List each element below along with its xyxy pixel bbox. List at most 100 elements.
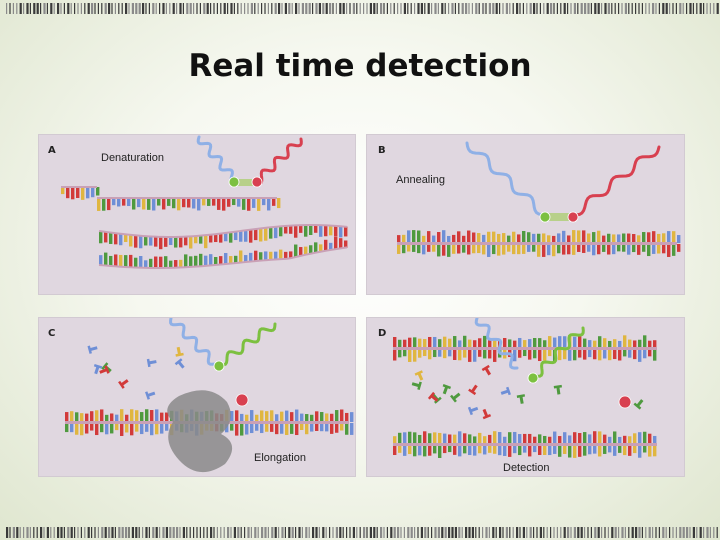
panel-d-free-nucleotide xyxy=(427,391,439,402)
panel-c-free-nucleotide-head xyxy=(93,363,103,369)
panel-b-probe-blue-arm xyxy=(465,141,547,217)
panel-d-lower-duplex-bottom-base xyxy=(513,445,517,454)
border-stripe-bar xyxy=(352,527,355,538)
panel-a-fragment-base xyxy=(91,187,95,198)
panel-a-middle-strand-base xyxy=(329,225,333,236)
border-stripe-bar xyxy=(648,3,650,14)
panel-d-upper-duplex-top-base xyxy=(563,336,567,348)
border-stripe-bar xyxy=(536,527,538,538)
panel-c-duplex-top-base xyxy=(115,414,119,422)
panel-c-duplex-top-base xyxy=(320,412,324,422)
panel-d-lower-duplex-bottom-base xyxy=(578,445,582,457)
panel-b-duplex-top-base xyxy=(492,231,496,243)
panel-a-probe-blue-arm xyxy=(196,135,239,185)
panel-a-lower-strand-base xyxy=(104,252,108,266)
panel-b-illustration xyxy=(397,141,681,257)
panel-d-lower-duplex-top-base xyxy=(628,436,632,444)
border-stripe-bar xyxy=(318,527,320,538)
border-stripe-bar xyxy=(682,3,684,14)
border-stripe-bar xyxy=(495,527,497,538)
panel-d-upper-duplex-bottom-base xyxy=(543,349,547,361)
panel-c-duplex-top-base xyxy=(155,409,159,422)
panel-b-duplex-bottom-base xyxy=(547,244,551,256)
panel-c-duplex-bottom-base xyxy=(115,423,119,431)
panel-d-upper-duplex-bottom-base xyxy=(633,349,637,360)
border-stripe-bar xyxy=(400,527,402,538)
panel-d-lower-duplex-bottom-base xyxy=(473,445,477,456)
panel-a-middle-strand-backbone xyxy=(98,223,348,238)
panel-b-duplex-bottom-base xyxy=(592,244,596,256)
panel-a-lower-strand-base xyxy=(299,247,303,257)
panel-c-duplex-top-base xyxy=(110,413,114,422)
panel-c-free-nucleotide-head xyxy=(174,358,183,366)
panel-c-free-nucleotide xyxy=(87,345,98,354)
panel-a-middle-strand-base xyxy=(334,225,338,237)
panel-d-lower-duplex-bottom-base xyxy=(508,445,512,457)
panel-a-lower-strand-base xyxy=(189,256,193,268)
border-stripe-bar xyxy=(298,3,300,14)
panel-b-duplex-top-base xyxy=(452,234,456,243)
panel-d-upper-duplex-bottom-base xyxy=(408,349,412,362)
panel-d-upper-duplex-bottom-base xyxy=(453,349,457,361)
panel-b-duplex-top-base xyxy=(467,230,471,243)
panel-d-upper-duplex-bottom-base xyxy=(428,349,432,360)
panel-c-elongation: C Elongation xyxy=(38,317,356,477)
border-stripe-bar xyxy=(305,3,308,14)
border-stripe-bar xyxy=(509,527,511,538)
border-stripe-bar xyxy=(601,3,603,14)
panel-b-duplex-top-base xyxy=(647,232,651,243)
panel-c-free-nucleotide-stem xyxy=(176,346,182,356)
panel-c-duplex-top-base xyxy=(270,410,274,422)
border-stripe-bar xyxy=(614,527,617,538)
panel-c-duplex-top-base xyxy=(330,413,334,422)
border-stripe-bar xyxy=(431,3,433,14)
panel-b-duplex-bottom-base xyxy=(402,244,406,254)
border-stripe-bar xyxy=(325,3,328,14)
border-stripe-bar xyxy=(478,527,480,538)
panel-d-lower-duplex-bottom-base xyxy=(398,445,402,453)
border-stripe-bar xyxy=(499,527,502,538)
border-stripe-bar xyxy=(601,527,603,538)
panel-d-lower-duplex-top-base xyxy=(633,433,637,444)
border-stripe-bar xyxy=(57,527,60,538)
panel-b-duplex-top-base xyxy=(482,234,486,243)
border-stripe-bar xyxy=(240,527,242,538)
panel-b-duplex-top-base xyxy=(417,230,421,243)
border-stripe-bar xyxy=(376,3,378,14)
border-stripe-bar xyxy=(227,527,230,538)
panel-c-duplex-bottom-base xyxy=(70,423,74,433)
border-stripe-bar xyxy=(526,3,528,14)
panel-b-duplex-bottom-base xyxy=(517,244,521,255)
border-stripe-bar xyxy=(390,527,393,538)
panel-d-upper-duplex-top-base xyxy=(438,339,442,348)
panel-b-duplex-top-base xyxy=(577,230,581,243)
panel-d-upper-duplex-bottom-base xyxy=(393,349,397,361)
panel-c-duplex-bottom-base xyxy=(245,423,249,435)
border-stripe-bar xyxy=(16,527,19,538)
border-stripe-bar xyxy=(26,527,29,538)
panel-c-duplex-top-base xyxy=(125,414,129,422)
border-stripe-bar xyxy=(638,3,640,14)
border-stripe-bar xyxy=(57,3,60,14)
panel-c-free-nucleotide xyxy=(174,358,185,369)
panel-d-lower-duplex-top-base xyxy=(403,432,407,444)
border-stripe-bar xyxy=(444,527,447,538)
panel-d-upper-duplex-top-base xyxy=(598,336,602,348)
border-stripe-bar xyxy=(213,527,215,538)
border-stripe-bar xyxy=(628,527,630,538)
panel-b-duplex-bottom-base xyxy=(532,244,536,252)
border-stripe-bar xyxy=(584,527,586,538)
panel-a-lower-strand-base xyxy=(304,246,308,256)
panel-b-duplex-top-base xyxy=(527,232,531,243)
panel-a-middle-strand-base xyxy=(299,225,303,233)
border-stripe-bar xyxy=(533,527,535,538)
border-stripe-bar xyxy=(516,527,519,538)
panel-c-free-nucleotide-head xyxy=(146,358,151,368)
panel-a-middle-strand-base xyxy=(229,232,233,243)
panel-a-middle-strand-base xyxy=(134,235,138,248)
panel-d-upper-duplex-top-base xyxy=(603,338,607,348)
panel-d-upper-duplex-top-base xyxy=(468,339,472,348)
panel-b-label: Annealing xyxy=(396,174,445,186)
panel-d-upper-duplex-bottom-base xyxy=(488,349,492,359)
border-stripe-bar xyxy=(461,527,463,538)
